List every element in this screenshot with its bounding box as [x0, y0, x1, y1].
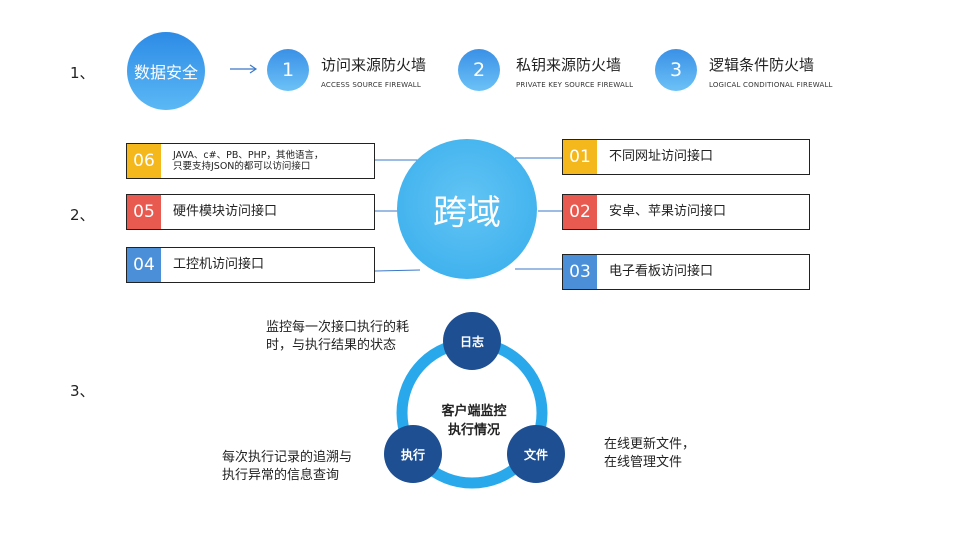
node-exec: 执行 [384, 425, 442, 483]
firewall-number-3: 3 [655, 49, 697, 91]
firewall-title-3: 逻辑条件防火墙 [709, 56, 815, 74]
interface-text-04: 工控机访问接口 [173, 257, 265, 272]
interface-text-06: JAVA、c#、PB、PHP，其他语言， 只要支持JSON的都可以访问接口 [161, 150, 323, 172]
arrow-right-icon [230, 64, 258, 74]
connector-lines [374, 157, 562, 272]
section-1-label: 1、 [70, 64, 95, 82]
node-file-label: 文件 [523, 447, 548, 462]
interface-box-03: 03 电子看板访问接口 [562, 254, 810, 290]
cross-domain-circle: 跨域 [397, 139, 537, 279]
interface-text-01: 不同网址访问接口 [609, 149, 714, 164]
desc-exec-line2: 执行异常的信息查询 [222, 468, 340, 483]
interface-text-05: 硬件模块访问接口 [173, 204, 278, 219]
interface-box-01: 01 不同网址访问接口 [562, 139, 810, 175]
tag-01: 01 [563, 140, 597, 174]
desc-log-line1: 监控每一次接口执行的耗 [266, 320, 410, 335]
desc-log-line2: 时，与执行结果的状态 [266, 338, 397, 353]
interface-text-02: 安卓、苹果访问接口 [609, 204, 727, 219]
tag-06: 06 [127, 144, 161, 178]
firewall-title-2: 私钥来源防火墙 [516, 56, 622, 74]
interface-text-06-line2: 只要支持JSON的都可以访问接口 [173, 161, 311, 172]
node-log-label: 日志 [459, 334, 484, 349]
desc-log: 监控每一次接口执行的耗 时，与执行结果的状态 [266, 319, 409, 355]
firewall-number-1-text: 1 [281, 59, 295, 81]
tag-02: 02 [563, 195, 597, 229]
node-file: 文件 [507, 425, 565, 483]
cross-domain-label: 跨域 [433, 192, 501, 233]
monitor-center-line1: 客户端监控 [441, 404, 507, 419]
connector-04 [374, 269, 421, 272]
section-3-label: 3、 [70, 382, 95, 400]
firewall-number-2-text: 2 [472, 59, 486, 81]
desc-file-line1: 在线更新文件， [604, 437, 696, 452]
desc-file-line2: 在线管理文件 [604, 455, 683, 470]
monitor-center-line2: 执行情况 [447, 423, 500, 438]
desc-exec-line1: 每次执行记录的追溯与 [222, 450, 353, 465]
firewall-title-1: 访问来源防火墙 [321, 56, 427, 74]
interface-box-02: 02 安卓、苹果访问接口 [562, 194, 810, 230]
interface-text-06-line1: JAVA、c#、PB、PHP，其他语言， [173, 150, 324, 161]
node-exec-label: 执行 [400, 447, 425, 462]
firewall-number-3-text: 3 [669, 59, 683, 81]
tag-04: 04 [127, 248, 161, 282]
desc-exec: 每次执行记录的追溯与 执行异常的信息查询 [222, 449, 352, 485]
data-security-circle: 数据安全 [127, 32, 205, 110]
desc-file: 在线更新文件， 在线管理文件 [604, 436, 695, 472]
interface-text-03: 电子看板访问接口 [609, 264, 714, 279]
interface-box-05: 05 硬件模块访问接口 [126, 194, 375, 230]
firewall-number-2: 2 [458, 49, 500, 91]
tag-05: 05 [127, 195, 161, 229]
monitor-center-text: 客户端监控 执行情况 [420, 402, 528, 440]
data-security-label: 数据安全 [133, 63, 198, 82]
interface-box-06: 06 JAVA、c#、PB、PHP，其他语言， 只要支持JSON的都可以访问接口 [126, 143, 375, 179]
firewall-sub-1: ACCESS SOURCE FIREWALL [321, 81, 422, 89]
tag-03: 03 [563, 255, 597, 289]
interface-box-04: 04 工控机访问接口 [126, 247, 375, 283]
firewall-number-1: 1 [267, 49, 309, 91]
firewall-sub-2: PRIVATE KEY SOURCE FIREWALL [516, 81, 634, 89]
node-log: 日志 [443, 312, 501, 370]
section-2-label: 2、 [70, 206, 95, 224]
firewall-sub-3: LOGICAL CONDITIONAL FIREWALL [709, 81, 833, 89]
